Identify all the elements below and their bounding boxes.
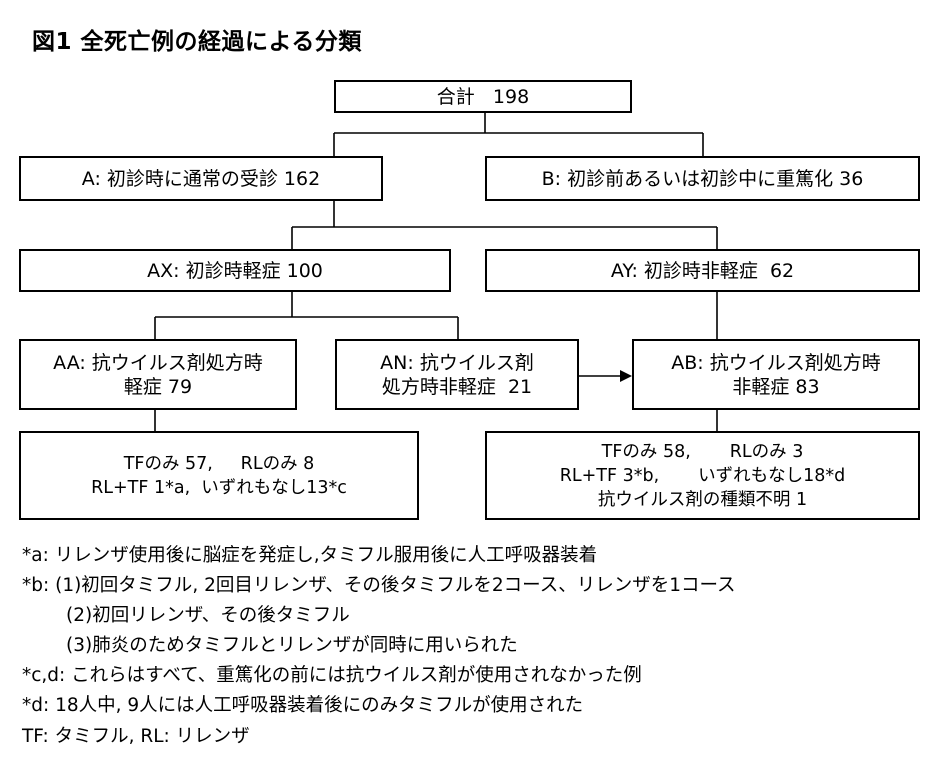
node-aa-line-1: AA: 抗ウイルス剤処方時 [53,351,263,374]
footnote-a: *a: リレンザ使用後に脳症を発症し,タミフル服用後に人工呼吸器装着 [22,545,598,566]
node-total: 合計 198 [334,80,632,113]
node-ay-label: AY: 初診時非軽症 62 [610,259,795,282]
node-ay: AY: 初診時非軽症 62 [485,249,920,292]
node-an-line-1: AN: 抗ウイルス剤 [380,351,534,374]
abbreviation-legend: TF: タミフル, RL: リレンザ [22,726,250,747]
node-a: A: 初診時に通常の受診 162 [19,156,383,201]
node-aa-detail: TFのみ 57, RLのみ 8 RL+TF 1*a, いずれもなし13*c [19,431,419,520]
footnote-b-3: (3)肺炎のためタミフルとリレンザが同時に用いられた [66,635,518,656]
node-b-label: B: 初診前あるいは初診中に重篤化 36 [541,167,864,190]
node-ab-line-1: AB: 抗ウイルス剤処方時 [671,351,881,374]
node-ab-detail-line-2: RL+TF 3*b, いずれもなし18*d [559,465,846,486]
footnote-b-2: (2)初回リレンザ、その後タミフル [66,605,350,626]
footnote-b-1: *b: (1)初回タミフル, 2回目リレンザ、その後タミフルを2コース、リレンザ… [22,575,736,596]
footnotes: *a: リレンザ使用後に脳症を発症し,タミフル服用後に人工呼吸器装着 *b: (… [22,541,736,721]
node-ab-line-2: 非軽症 83 [732,375,820,398]
node-aa-detail-line-2: RL+TF 1*a, いずれもなし13*c [91,477,347,498]
node-ax-label: AX: 初診時軽症 100 [147,259,323,282]
node-ab: AB: 抗ウイルス剤処方時 非軽症 83 [632,339,920,410]
node-total-label: 合計 198 [436,85,530,108]
figure-title: 図1 全死亡例の経過による分類 [32,29,362,55]
node-an: AN: 抗ウイルス剤 処方時非軽症 21 [335,339,579,410]
node-aa-line-2: 軽症 79 [123,375,193,398]
footnote-d: *d: 18人中, 9人には人工呼吸器装着後にのみタミフルが使用された [22,695,584,716]
node-an-line-2: 処方時非軽症 21 [381,375,533,398]
node-aa-detail-line-1: TFのみ 57, RLのみ 8 [123,453,315,474]
node-aa: AA: 抗ウイルス剤処方時 軽症 79 [19,339,297,410]
node-ab-detail-line-3: 抗ウイルス剤の種類不明 1 [597,489,808,510]
arrow-an-to-ab-head [620,370,632,382]
node-ab-detail: TFのみ 58, RLのみ 3 RL+TF 3*b, いずれもなし18*d 抗ウ… [485,431,920,520]
node-b: B: 初診前あるいは初診中に重篤化 36 [485,156,920,201]
footnote-cd: *c,d: これらはすべて、重篤化の前には抗ウイルス剤が使用されなかった例 [22,665,642,686]
node-ab-detail-line-1: TFのみ 58, RLのみ 3 [601,441,804,462]
node-a-label: A: 初診時に通常の受診 162 [81,167,321,190]
node-ax: AX: 初診時軽症 100 [19,249,451,292]
